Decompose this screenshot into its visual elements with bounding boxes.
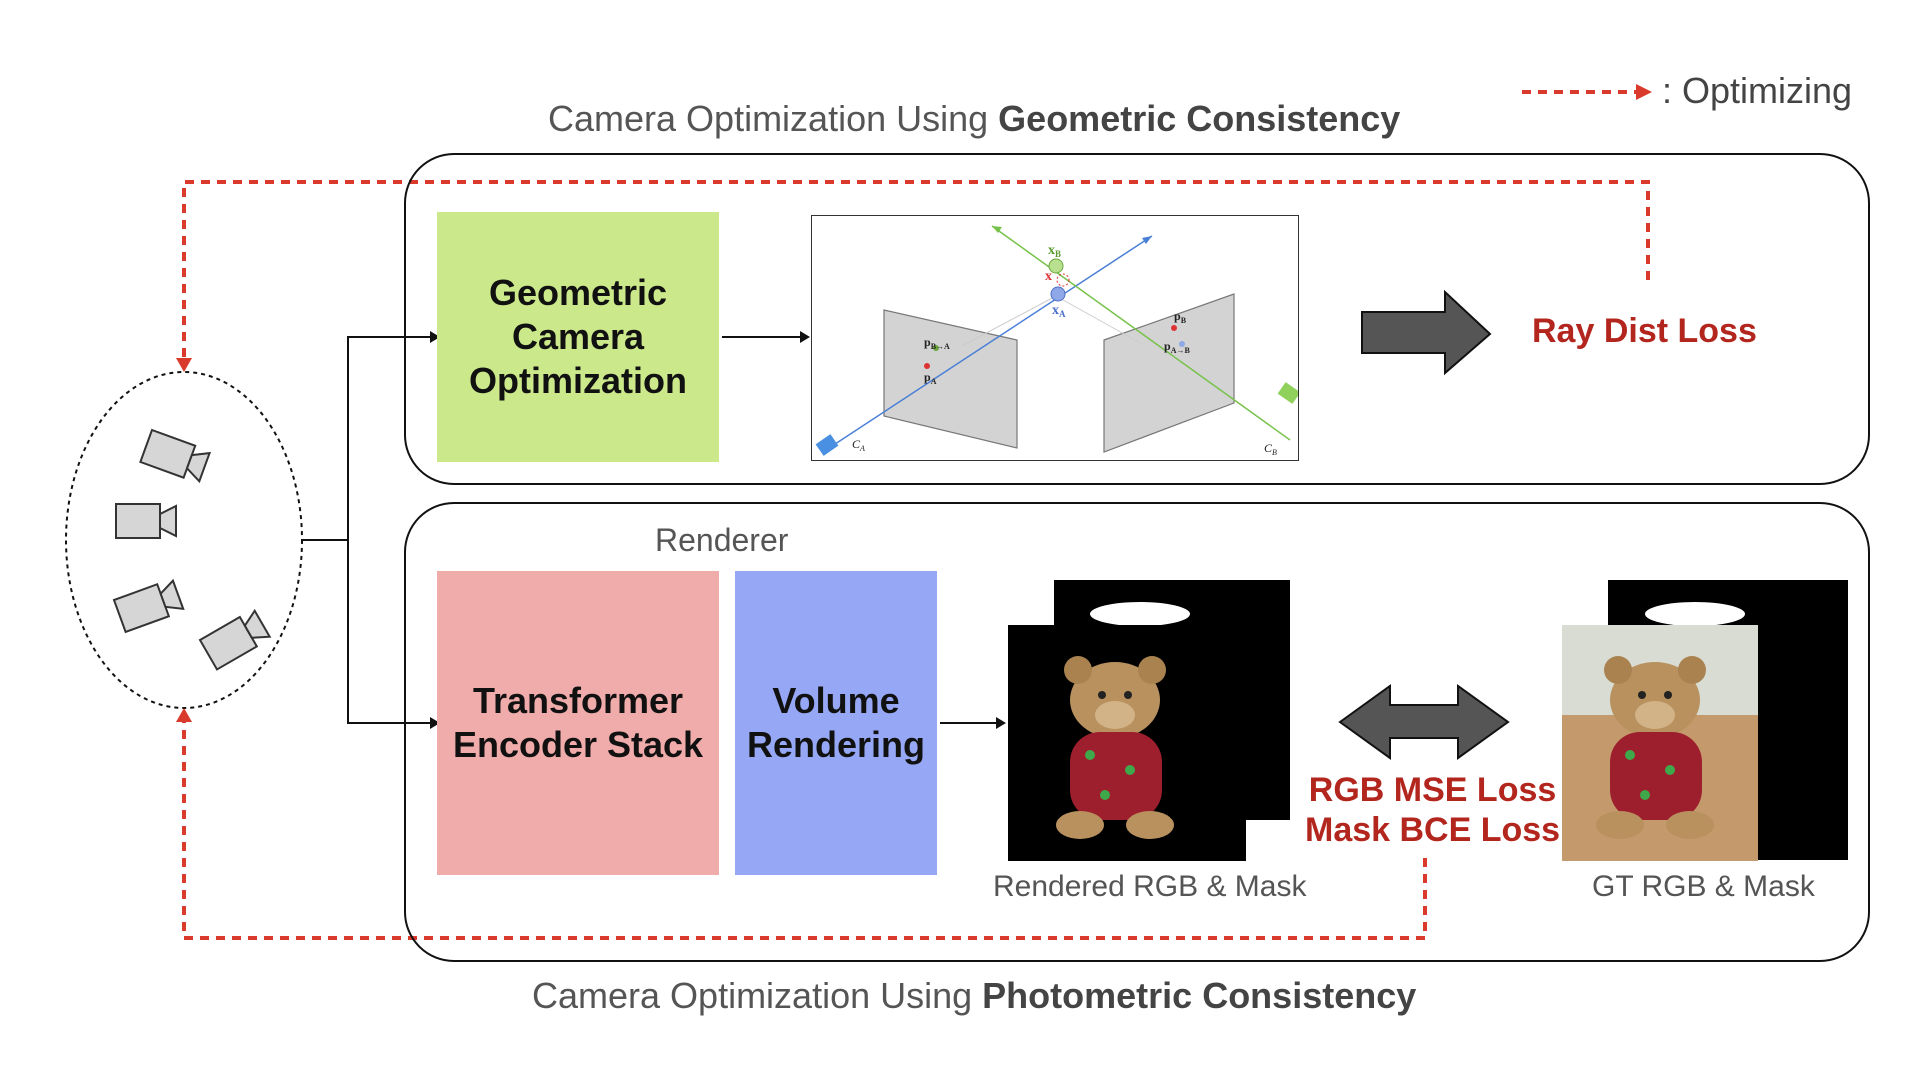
- rendered-caption: Rendered RGB & Mask: [993, 870, 1307, 903]
- image-plane-a: [883, 309, 1018, 449]
- rgb-mse-loss-label: RGB MSE Loss: [1308, 771, 1557, 809]
- label-ca-sub: A: [859, 444, 865, 453]
- label-pb: p: [1174, 309, 1181, 323]
- geometric-feedback-head: [176, 358, 192, 372]
- branch-to-encoder-head: [430, 717, 440, 729]
- point-pb: [1171, 325, 1177, 331]
- legend-label: : Optimizing: [1662, 70, 1853, 111]
- gt-caption: GT RGB & Mask: [1592, 870, 1815, 903]
- camera-a-icon: [815, 434, 839, 456]
- photometric-panel: [404, 502, 1870, 962]
- geo-block-line: Camera: [511, 316, 645, 357]
- branch-to-geo-head: [430, 331, 440, 343]
- geometric-camera-optimization-block: Geometric Camera Optimization: [437, 212, 719, 462]
- label-xb-sub: B: [1055, 249, 1061, 259]
- geometric-feedback-dashed: [182, 180, 1650, 360]
- photometric-feedback-dashed: [182, 720, 1427, 940]
- label-ca: C: [852, 437, 861, 451]
- label-xa: x: [1052, 303, 1059, 318]
- point-pab: [1179, 341, 1185, 347]
- label-cb-sub: B: [1272, 448, 1277, 457]
- mask-bce-loss-label: Mask BCE Loss: [1305, 811, 1561, 849]
- geo-block-line: Optimization: [469, 360, 687, 401]
- volume-rendering-block: Volume Rendering: [735, 571, 937, 875]
- label-cb: C: [1264, 441, 1273, 455]
- photometric-section-title: Camera Optimization Using Photometric Co…: [532, 975, 1416, 1017]
- label-pba: p: [924, 335, 931, 349]
- svg-text:CA: CA: [852, 437, 865, 453]
- ray-a: [825, 235, 1153, 451]
- camera-icon: [139, 428, 212, 484]
- label-pab: p: [1164, 339, 1171, 353]
- volume-block-line: Rendering: [746, 724, 925, 765]
- label-xa-sub: A: [1059, 309, 1066, 319]
- geometric-panel: [404, 153, 1870, 485]
- ray-dist-loss-label: Ray Dist Loss: [1532, 312, 1757, 350]
- teddy-bear-rendered: [1056, 656, 1174, 839]
- photometric-feedback-head: [176, 708, 192, 722]
- renderer-label: Renderer: [655, 522, 789, 558]
- epipolar-svg: xB x xA pB→A pA pB pA→B CA CB: [815, 225, 1298, 457]
- geo-block-line: Geometric: [488, 272, 668, 313]
- epipolar-figure: xB x xA pB→A pA pB pA→B CA CB: [811, 215, 1299, 461]
- geometric-section-title: Camera Optimization Using Geometric Cons…: [548, 98, 1400, 140]
- encoder-block-line: Encoder Stack: [452, 724, 704, 765]
- big-double-arrow: [1338, 684, 1510, 760]
- image-plane-b: [1103, 293, 1235, 453]
- point-pa: [924, 363, 930, 369]
- label-pa: p: [924, 370, 931, 384]
- geometric-title-bold: Geometric Consistency: [998, 98, 1401, 139]
- geometric-title-prefix: Camera Optimization Using: [548, 98, 999, 139]
- label-pba-sub: B→A: [931, 342, 950, 351]
- point-x: [1056, 273, 1070, 287]
- svg-text:pA→B: pA→B: [1164, 339, 1190, 355]
- camera-icon: [112, 578, 185, 634]
- svg-text:pB→A: pB→A: [924, 335, 950, 351]
- svg-text:pA: pA: [924, 370, 937, 386]
- svg-text:pB: pB: [1174, 309, 1187, 325]
- rendered-mask-cloud: [1090, 602, 1190, 626]
- camera-b-icon: [1277, 382, 1298, 404]
- point-pba: [933, 345, 939, 351]
- camera-cluster-ellipse: [65, 371, 303, 709]
- branch-to-encoder: [347, 540, 430, 724]
- branch-to-geo: [347, 336, 430, 540]
- volume-block-line: Volume: [772, 680, 900, 721]
- point-xa: [1050, 286, 1066, 302]
- photometric-title-bold: Photometric Consistency: [982, 975, 1417, 1016]
- point-xb: [1048, 258, 1064, 274]
- teddy-bear-gt: [1596, 656, 1714, 839]
- label-pa-sub: A: [931, 377, 937, 386]
- svg-text:CB: CB: [1264, 441, 1277, 457]
- encoder-block-line: Transformer: [472, 680, 684, 721]
- photometric-title-prefix: Camera Optimization Using: [532, 975, 983, 1016]
- gt-mask-cloud: [1645, 602, 1745, 626]
- label-xb: x: [1048, 243, 1055, 258]
- label-x: x: [1045, 269, 1052, 284]
- legend-arrowhead: [1636, 84, 1652, 100]
- big-right-arrow: [1361, 289, 1492, 376]
- svg-text:xA: xA: [1052, 303, 1066, 319]
- photometric-losses: RGB MSE Loss Mask BCE Loss: [1305, 770, 1560, 850]
- label-pb-sub: B: [1181, 316, 1187, 325]
- label-pab-sub: A→B: [1171, 346, 1191, 355]
- transformer-encoder-block: Transformer Encoder Stack: [437, 571, 719, 875]
- svg-text:xB: xB: [1048, 243, 1061, 259]
- ray-b: [991, 225, 1291, 441]
- camera-icon: [198, 608, 272, 671]
- camera-icon: [115, 503, 177, 539]
